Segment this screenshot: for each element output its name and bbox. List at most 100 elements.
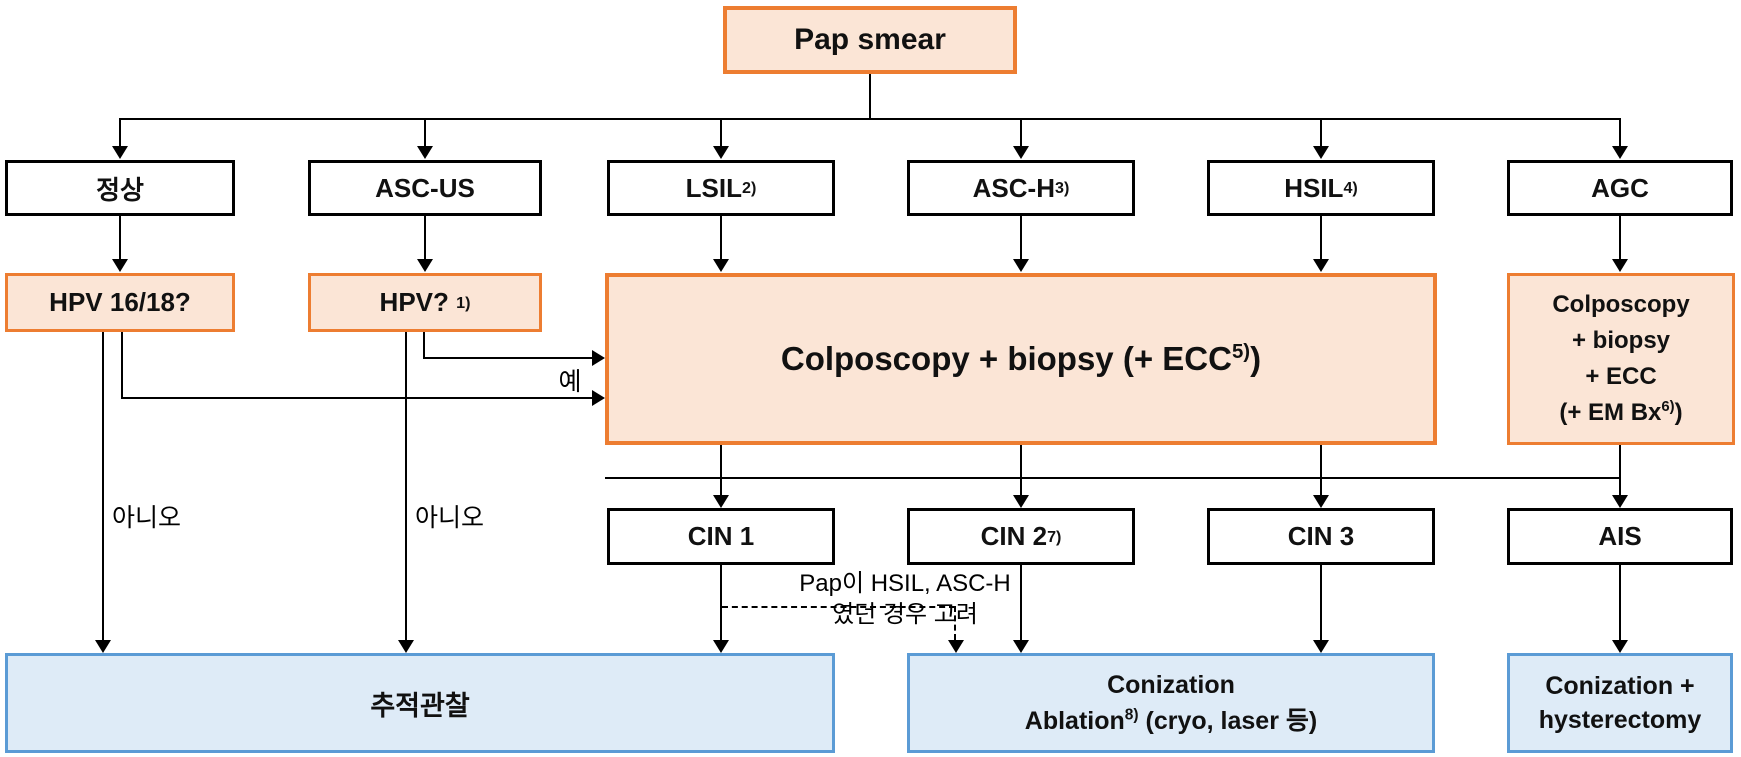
- arrowhead-hysterectomy-ais: [1612, 640, 1628, 653]
- arrowhead-agc-workup: [1612, 259, 1628, 272]
- edge-colposcopy-cin2: [1020, 445, 1022, 498]
- result-ascus-label: ASC-US: [375, 172, 475, 203]
- edge-asch-colposcopy: [1020, 216, 1022, 260]
- colposcopy-biopsy-node: Colposcopy + biopsy (+ ECC5)): [605, 273, 1437, 445]
- edge-hsil-colposcopy: [1320, 216, 1322, 260]
- arrowhead-hpv1618-yes: [592, 390, 605, 406]
- edge-hpv1618-yes-drop: [121, 332, 123, 399]
- edge-stub-hsil: [1320, 118, 1322, 147]
- result-normal-node: 정상: [5, 160, 235, 216]
- arrowhead-colposcopy-asch: [1013, 259, 1029, 272]
- no-label-right: 아니오: [415, 504, 485, 532]
- conization-hysterectomy-node: Conization + hysterectomy: [1507, 653, 1733, 753]
- arrowhead-cin2: [1013, 495, 1029, 508]
- arrowhead-cin1: [713, 495, 729, 508]
- edge-colposcopy-cin1: [720, 445, 722, 498]
- arrowhead-normal: [112, 146, 128, 159]
- edge-stub-lsil: [720, 118, 722, 147]
- edge-root-stem: [869, 74, 871, 118]
- hpv-16-18-node: HPV 16/18?: [5, 273, 235, 332]
- arrowhead-ais: [1612, 495, 1628, 508]
- arrowhead-agc: [1612, 146, 1628, 159]
- edge-stub-ascus: [424, 118, 426, 147]
- edge-ascus-hpv: [424, 216, 426, 260]
- arrowhead-asch: [1013, 146, 1029, 159]
- edge-consider-dash-run: [722, 606, 955, 608]
- arrowhead-hsil: [1313, 146, 1329, 159]
- cin3-node: CIN 3: [1207, 508, 1435, 565]
- edge-agc-workup: [1619, 216, 1621, 260]
- conization-line2: Ablation8) (cryo, laser 등): [1024, 706, 1318, 735]
- agc-colposcopy-line1: Colposcopy: [1552, 291, 1690, 318]
- edge-cin1-followup: [720, 565, 722, 640]
- edge-consider-dash-drop: [954, 606, 956, 640]
- edge-workup-ais: [1619, 445, 1621, 498]
- edge-stub-agc: [1619, 118, 1621, 147]
- result-lsil-label: LSIL: [685, 172, 742, 203]
- arrowhead-colposcopy-lsil: [713, 259, 729, 272]
- edge-normal-hpv1618: [119, 216, 121, 260]
- cin2-label: CIN 2: [980, 521, 1048, 551]
- arrowhead-conization-cin2: [1013, 640, 1029, 653]
- edge-hpv-no-drop: [405, 332, 407, 640]
- result-normal-label: 정상: [96, 174, 144, 205]
- colposcopy-biopsy-label: Colposcopy + biopsy (+ ECC5)): [780, 340, 1262, 377]
- ais-node: AIS: [1507, 508, 1733, 565]
- arrowhead-hpv-yes: [592, 350, 605, 366]
- arrowhead-lsil: [713, 146, 729, 159]
- result-agc-node: AGC: [1507, 160, 1733, 216]
- arrowhead-conization-cin3: [1313, 640, 1329, 653]
- edge-histology-bus: [605, 477, 1621, 479]
- hpv-test-node: HPV? 1): [308, 273, 542, 332]
- edge-hpv1618-yes-run: [121, 397, 593, 399]
- edge-lsil-colposcopy: [720, 216, 722, 260]
- arrowhead-followup-cin1: [713, 640, 729, 653]
- note-label: Pap이 HSIL, ASC-H 였던 경우 고려: [745, 568, 1065, 630]
- arrowhead-consider: [948, 640, 964, 653]
- hpv-test-label: HPV?: [379, 287, 457, 317]
- result-hsil-label: HSIL: [1284, 172, 1344, 203]
- edge-stub-normal: [119, 118, 121, 147]
- edge-cin3-conization: [1320, 565, 1322, 640]
- cin3-label: CIN 3: [1287, 521, 1355, 551]
- result-asch-label: ASC-H: [972, 172, 1055, 203]
- cin1-label: CIN 1: [687, 521, 755, 551]
- agc-colposcopy-line4: (+ EM Bx6)): [1559, 399, 1683, 426]
- edge-stub-asch: [1020, 118, 1022, 147]
- agc-colposcopy-line3: + ECC: [1585, 363, 1657, 390]
- conization-line1: Conization: [1107, 671, 1235, 699]
- edge-ais-hysterectomy: [1619, 565, 1621, 640]
- followup-node: 추적관찰: [5, 653, 835, 753]
- followup-label: 추적관찰: [370, 690, 470, 721]
- result-agc-label: AGC: [1591, 172, 1649, 203]
- pap-smear-label: Pap smear: [794, 23, 946, 56]
- result-ascus-node: ASC-US: [308, 160, 542, 216]
- edge-hpv-yes-drop: [423, 332, 425, 359]
- arrowhead-hpv-no: [398, 640, 414, 653]
- cin1-node: CIN 1: [607, 508, 835, 565]
- edge-cin2-conization: [1020, 565, 1022, 640]
- agc-colposcopy-node: Colposcopy + biopsy + ECC (+ EM Bx6)): [1507, 273, 1735, 445]
- edge-top-bus: [120, 118, 1621, 120]
- arrowhead-hpv1618-no: [95, 640, 111, 653]
- agc-colposcopy-line2: + biopsy: [1571, 327, 1671, 354]
- note-line1: Pap이 HSIL, ASC-H: [799, 570, 1011, 597]
- edge-hpv-yes-run: [423, 357, 593, 359]
- conization-ablation-node: Conization Ablation8) (cryo, laser 등): [907, 653, 1435, 753]
- no-label-left: 아니오: [112, 504, 182, 532]
- arrowhead-hpv1618: [112, 259, 128, 272]
- arrowhead-colposcopy-hsil: [1313, 259, 1329, 272]
- arrowhead-hpv: [417, 259, 433, 272]
- yes-label: 예: [558, 368, 582, 396]
- edge-hpv1618-no-drop: [102, 332, 104, 640]
- hysterectomy-line1: Conization +: [1545, 672, 1695, 700]
- hpv-16-18-label: HPV 16/18?: [49, 287, 191, 317]
- arrowhead-cin3: [1313, 495, 1329, 508]
- hysterectomy-line2: hysterectomy: [1538, 706, 1702, 734]
- ais-label: AIS: [1598, 521, 1642, 551]
